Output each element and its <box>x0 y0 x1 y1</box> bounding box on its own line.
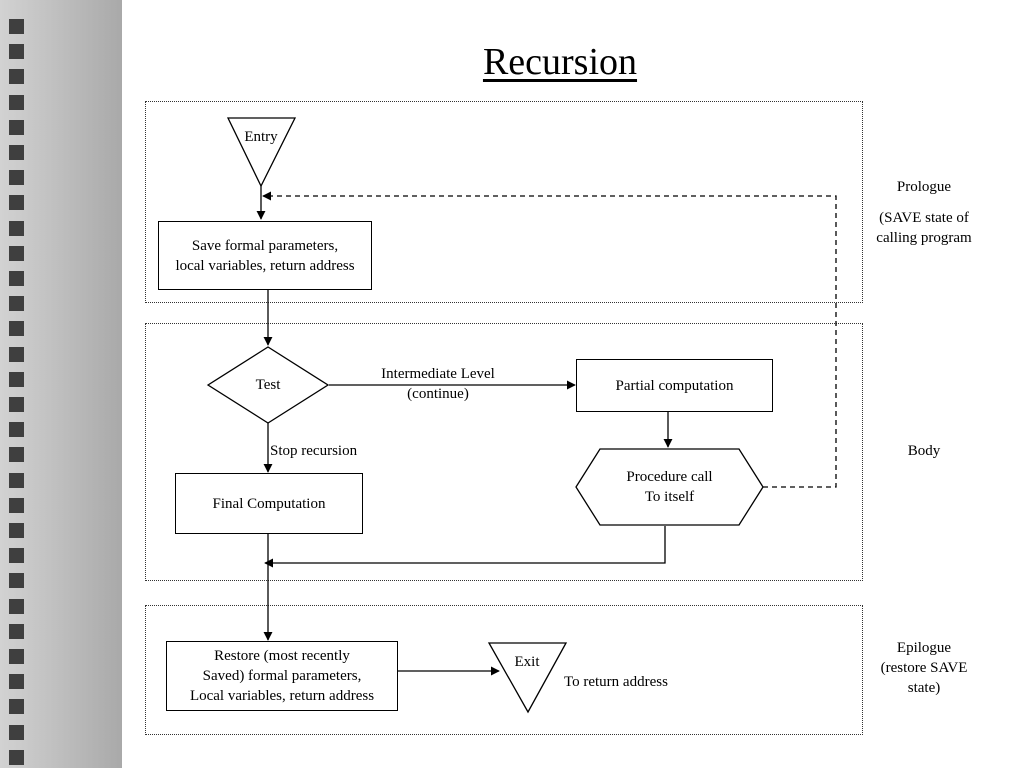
test-label: Test <box>255 377 281 393</box>
sidebar-square <box>9 371 24 387</box>
epilogue-line-3: state) <box>907 680 941 696</box>
sidebar-square <box>9 19 24 34</box>
entry-triangle <box>226 117 297 188</box>
sidebar-square <box>9 749 24 765</box>
epilogue-section <box>145 605 863 735</box>
body-section <box>145 323 863 581</box>
sidebar-square <box>9 346 24 362</box>
sidebar-square <box>9 195 24 211</box>
save-state-box: Save formal parameters, local variables, … <box>158 221 372 290</box>
sidebar-square <box>9 422 24 438</box>
sidebar-square <box>9 649 24 664</box>
sidebar-square <box>9 321 24 337</box>
sidebar-square <box>9 245 24 261</box>
procedure-call-hexagon <box>575 448 764 526</box>
restore-line-2: Saved) formal parameters, <box>202 668 362 684</box>
save-line-2: local variables, return address <box>175 257 355 274</box>
return-address-label: To return address <box>564 674 668 690</box>
entry-label: Entry <box>244 129 278 145</box>
stop-recursion-label: Stop recursion <box>270 443 358 459</box>
sidebar-square <box>9 447 24 463</box>
recursive-call-dashed-arrow <box>262 191 837 488</box>
procedure-call-line-2: To itself <box>644 489 695 505</box>
final-computation-label: Final Computation <box>212 495 326 512</box>
epilogue-line-2: (restore SAVE <box>880 660 968 676</box>
sidebar-square <box>9 598 24 614</box>
sidebar-square <box>9 623 24 639</box>
epilogue-line-1: Epilogue <box>896 640 952 656</box>
slide-title: Recursion <box>482 41 638 83</box>
sidebar-square <box>9 94 24 110</box>
prologue-label: Prologue <box>896 179 952 195</box>
sidebar-square <box>9 220 24 236</box>
sidebar-square <box>9 573 24 589</box>
prologue-section <box>145 101 863 303</box>
sidebar-square <box>9 523 24 538</box>
procedure-call-label: Procedure call To itself <box>600 467 739 507</box>
partial-computation-label: Partial computation <box>615 377 734 394</box>
partial-computation-box: Partial computation <box>576 359 773 412</box>
exit-triangle <box>487 642 568 714</box>
exit-label: Exit <box>514 654 540 670</box>
intermediate-line-1: Intermediate Level <box>381 366 495 382</box>
sidebar-square <box>9 271 24 286</box>
sidebar-square <box>9 674 24 690</box>
restore-line-1: Restore (most recently <box>214 648 350 664</box>
prologue-note: (SAVE state of calling program <box>876 210 972 246</box>
arrow-call-to-merge <box>264 526 666 568</box>
sidebar-square <box>9 145 24 160</box>
save-line-1: Save formal parameters, <box>191 237 339 254</box>
sidebar-square <box>9 44 24 60</box>
intermediate-level-label: Intermediate Level (continue) <box>358 364 518 404</box>
sidebar-square <box>9 69 24 85</box>
sidebar-square <box>9 119 24 135</box>
sidebar-decoration <box>0 0 122 768</box>
sidebar-square <box>9 724 24 740</box>
final-computation-box: Final Computation <box>175 473 363 534</box>
sidebar-square <box>9 548 24 564</box>
restore-state-box: Restore (most recently Saved) formal par… <box>166 641 398 711</box>
restore-line-3: Local variables, return address <box>189 688 375 704</box>
sidebar-square <box>9 170 24 186</box>
intermediate-line-2: (continue) <box>407 386 469 402</box>
test-diamond <box>206 346 330 424</box>
sidebar-square <box>9 397 24 412</box>
body-label: Body <box>907 443 941 459</box>
sidebar-square <box>9 296 24 312</box>
sidebar-square <box>9 497 24 513</box>
sidebar-square <box>9 699 24 715</box>
epilogue-label: Epilogue (restore SAVE state) <box>860 638 988 698</box>
sidebar-square <box>9 472 24 488</box>
procedure-call-line-1: Procedure call <box>626 469 713 485</box>
